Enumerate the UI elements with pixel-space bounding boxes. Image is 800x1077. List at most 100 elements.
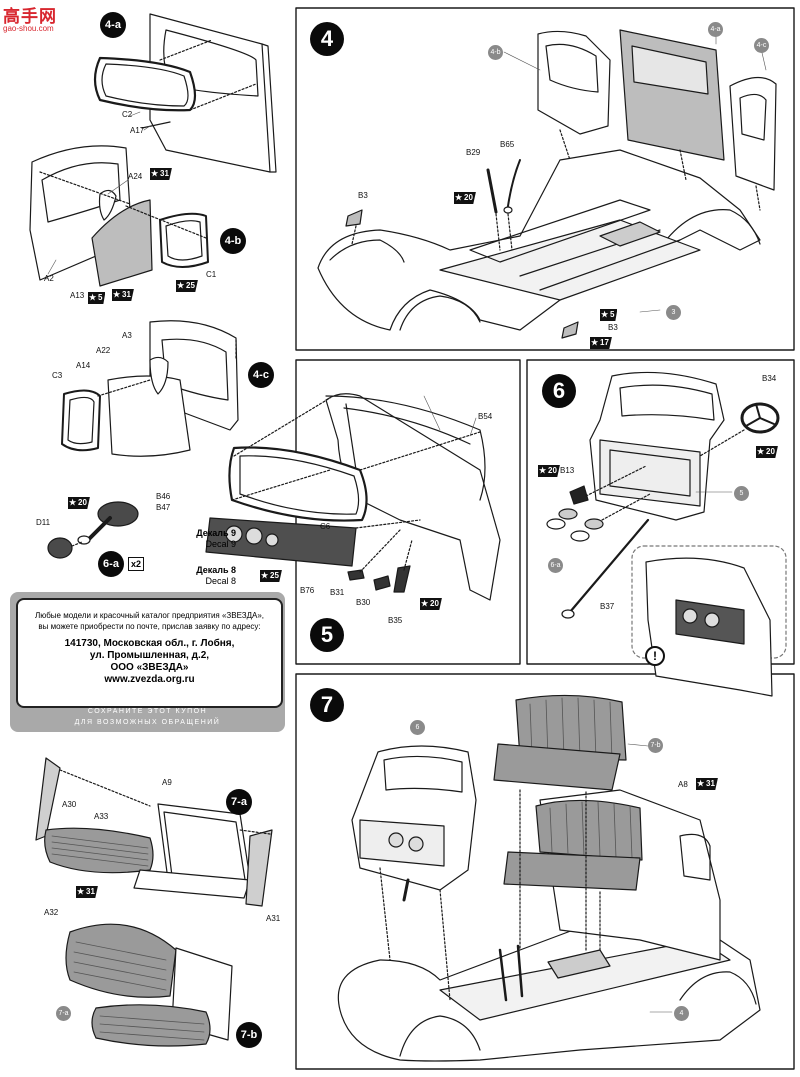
- part-label: B3: [358, 191, 368, 200]
- reference-marker: 5: [734, 486, 749, 501]
- part-label: B76: [300, 586, 315, 595]
- part-label: B30: [356, 598, 371, 607]
- coupon-address-1: 141730, Московская обл., г. Лобня,: [64, 638, 235, 649]
- part-label: B37: [600, 602, 615, 611]
- part-label: B31: [330, 588, 345, 597]
- part-label: B35: [388, 616, 403, 625]
- decal-9-note: Декаль 9 Decal 9: [166, 528, 236, 550]
- coupon-note-2: ДЛЯ ВОЗМОЖНЫХ ОБРАЩЕНИЙ: [74, 719, 221, 726]
- part-label: B29: [466, 148, 481, 157]
- reference-marker: 7-a: [56, 1006, 71, 1021]
- watermark-url: gao-shou.com: [3, 24, 54, 33]
- substep-4a-marker: 4-a: [100, 12, 126, 38]
- part-label: A8: [678, 780, 688, 789]
- decal-8-ru: Декаль 8: [196, 565, 236, 575]
- part-label: A13: [70, 291, 85, 300]
- decal-9-ru: Декаль 9: [196, 528, 236, 538]
- step4-chassis: [317, 29, 777, 339]
- part-label: B13: [560, 466, 575, 475]
- step-7-marker: 7: [310, 688, 344, 722]
- part-label: A24: [128, 172, 143, 181]
- reference-marker: 4-a: [708, 22, 723, 37]
- part-label: C3: [52, 371, 63, 380]
- part-label: A9: [162, 778, 172, 787]
- panel-step-7: [295, 673, 795, 1070]
- paint-flag: 31: [112, 289, 134, 301]
- part-label: B54: [478, 412, 493, 421]
- coupon-website: www.zvezda.org.ru: [104, 674, 195, 685]
- part-6a-lamp: [47, 501, 139, 559]
- decal-8-note: Декаль 8 Decal 8: [166, 565, 236, 587]
- part-7b-seat: [65, 923, 233, 1047]
- paint-flag: 20: [68, 497, 90, 509]
- reference-marker: 6-a: [548, 558, 563, 573]
- part-label: B3: [608, 323, 618, 332]
- paint-flag: 25: [260, 570, 282, 582]
- paint-flag: 31: [696, 778, 718, 790]
- part-label: D11: [36, 518, 51, 527]
- decal-8-en: Decal 8: [205, 576, 236, 586]
- part-label: A31: [266, 914, 281, 923]
- step6-cowl-controls: [546, 371, 787, 697]
- part-label: C1: [206, 270, 217, 279]
- paint-flag: 25: [176, 280, 198, 292]
- part-label: C2: [122, 110, 133, 119]
- part-label: A2: [44, 274, 54, 283]
- coupon-company: ООО «ЗВЕЗДА»: [110, 662, 189, 673]
- site-watermark: 高手网 gao-shou.com: [3, 2, 57, 33]
- coupon-text-1: Любые модели и красочный каталог предпри…: [34, 611, 265, 620]
- reference-marker: 4-c: [754, 38, 769, 53]
- part-label: A17: [130, 126, 145, 135]
- part-label: B65: [500, 140, 515, 149]
- coupon-note-1: СОХРАНИТЕ ЭТОТ КУПОН: [87, 708, 208, 715]
- paint-flag: 20: [420, 598, 442, 610]
- paint-flag: 20: [756, 446, 778, 458]
- part-label: C6: [320, 522, 331, 531]
- part-4a-rear-panel: [93, 13, 277, 173]
- substep-7b-marker: 7-b: [236, 1022, 262, 1048]
- part-4b-side-panel: [29, 145, 209, 287]
- part-label: A30: [62, 800, 77, 809]
- part-label: A32: [44, 908, 59, 917]
- coupon-address-2: ул. Промышленная, д.2,: [89, 650, 210, 661]
- part-label: B46: [156, 492, 171, 501]
- paint-flag: 20: [454, 192, 476, 204]
- paint-flag: 17: [590, 337, 612, 349]
- decal-9-en: Decal 9: [205, 539, 236, 549]
- reference-marker: 4: [674, 1006, 689, 1021]
- quantity-multiplier: x2: [128, 557, 145, 571]
- part-label: A33: [94, 812, 109, 821]
- part-label: B34: [762, 374, 777, 383]
- reference-marker: 4-b: [488, 45, 503, 60]
- part-7a-bench: [35, 757, 273, 907]
- substep-4c-marker: 4-c: [248, 362, 274, 388]
- part-label: A22: [96, 346, 111, 355]
- substep-6a-marker: 6-a: [98, 551, 124, 577]
- watermark-chars: 高手网: [3, 7, 57, 26]
- reference-marker: 3: [666, 305, 681, 320]
- substep-4b-marker: 4-b: [220, 228, 246, 254]
- part-4c-side-panel: [61, 320, 239, 457]
- step-5-marker: 5: [310, 618, 344, 652]
- substep-7a-marker: 7-a: [226, 789, 252, 815]
- part-label: B47: [156, 503, 171, 512]
- part-label: A14: [76, 361, 91, 370]
- step-6-marker: 6: [542, 374, 576, 408]
- paint-flag: 31: [150, 168, 172, 180]
- paint-flag: 5: [600, 309, 618, 321]
- paint-flag: 5: [88, 292, 106, 304]
- paint-flag: 31: [76, 886, 98, 898]
- step5-cowl: [205, 393, 501, 601]
- order-coupon: Любые модели и красочный каталог предпри…: [16, 598, 283, 708]
- panel-step-4: [295, 7, 795, 351]
- part-label: A3: [122, 331, 132, 340]
- coupon-text-2: вы можете приобрести по почте, прислав з…: [38, 622, 261, 631]
- step-4-marker: 4: [310, 22, 344, 56]
- attention-icon: !: [645, 646, 665, 666]
- step7-interior: [337, 694, 761, 1062]
- paint-flag: 20: [538, 465, 560, 477]
- reference-marker: 7-b: [648, 738, 663, 753]
- reference-marker: 6: [410, 720, 425, 735]
